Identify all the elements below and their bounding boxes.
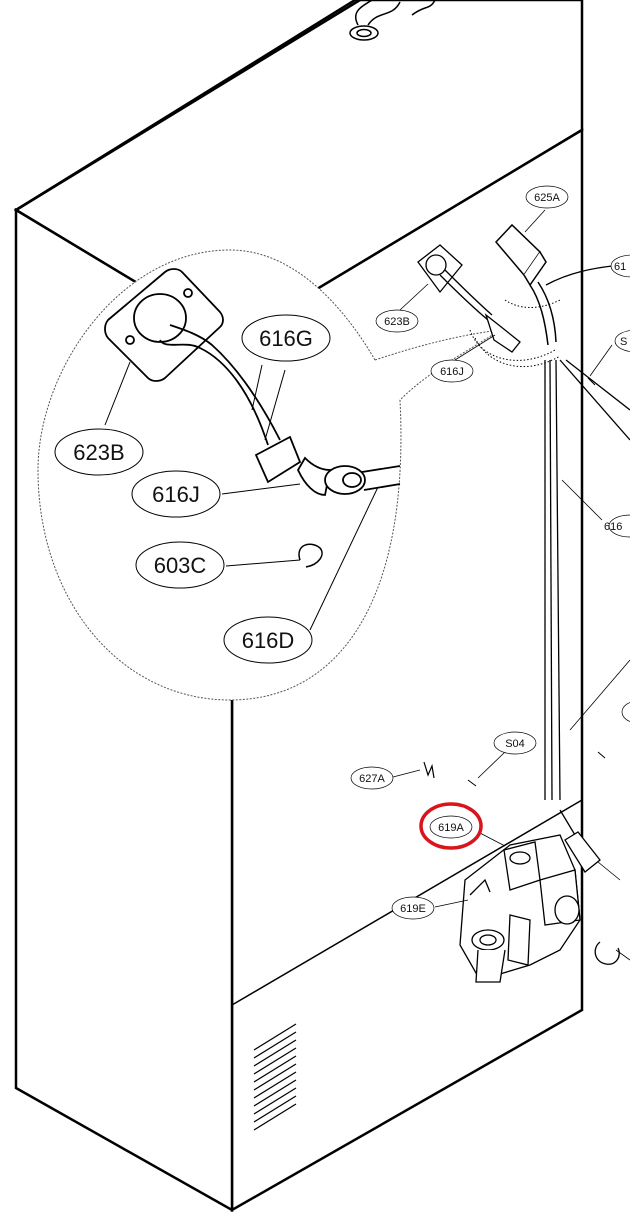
callout-616J-small: 616J xyxy=(430,359,474,383)
leader-lines-detail xyxy=(104,361,379,631)
ring-clip xyxy=(594,941,620,965)
water-valve-assembly xyxy=(459,831,601,983)
svg-text:S: S xyxy=(620,336,627,348)
callout-616-partial: 616 xyxy=(604,514,630,538)
callout-616J-big: 616J xyxy=(131,470,221,518)
callout-blank-partial xyxy=(621,702,630,722)
svg-text:603C: 603C xyxy=(154,553,207,578)
svg-text:616: 616 xyxy=(604,521,622,533)
leader-lines-small xyxy=(392,209,630,961)
screws xyxy=(467,377,606,787)
tube-detail xyxy=(159,324,401,496)
clip-627A xyxy=(423,761,435,779)
callout-627A: 627A xyxy=(350,766,394,790)
svg-text:623B: 623B xyxy=(73,440,124,465)
svg-text:61: 61 xyxy=(614,261,626,273)
callout-619A: 619A xyxy=(429,815,473,839)
svg-text:616J: 616J xyxy=(440,366,464,378)
small-plate xyxy=(417,244,521,353)
svg-text:616D: 616D xyxy=(242,628,295,653)
top-grommet xyxy=(349,0,436,41)
highlight-circle-619A xyxy=(419,802,483,850)
callout-S-partial: S xyxy=(614,330,630,352)
vent-grille xyxy=(253,1023,297,1131)
callout-S04: S04 xyxy=(493,731,537,755)
clip-detail xyxy=(298,543,323,568)
callout-616G-big: 616G xyxy=(241,314,331,362)
callout-603C-big: 603C xyxy=(135,541,225,589)
callout-616D-big: 616D xyxy=(223,616,313,664)
svg-text:623B: 623B xyxy=(384,316,410,328)
svg-text:S04: S04 xyxy=(505,738,525,750)
callout-623B-big: 623B xyxy=(54,428,144,476)
svg-text:627A: 627A xyxy=(359,773,385,785)
callout-61-partial: 61 xyxy=(610,254,630,278)
tubing xyxy=(544,265,630,836)
svg-text:619A: 619A xyxy=(438,822,464,834)
callout-623B-small: 623B xyxy=(375,309,419,333)
filter-625A xyxy=(494,223,557,346)
callout-625A: 625A xyxy=(525,185,569,209)
svg-text:616J: 616J xyxy=(152,482,200,507)
svg-text:619E: 619E xyxy=(400,903,426,915)
svg-text:625A: 625A xyxy=(534,192,560,204)
callout-619E: 619E xyxy=(391,896,435,920)
spray-dashes xyxy=(469,299,561,368)
mounting-plate-detail xyxy=(104,268,224,382)
svg-text:616G: 616G xyxy=(259,326,313,351)
